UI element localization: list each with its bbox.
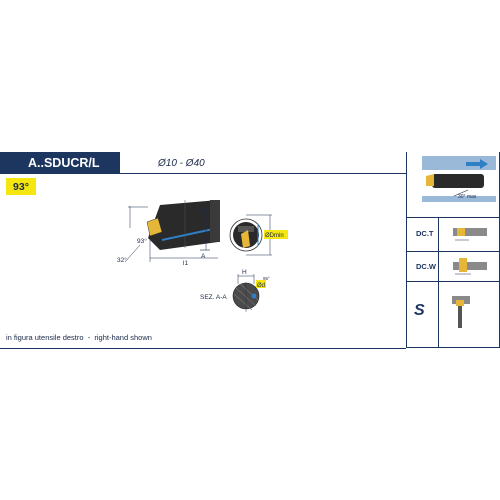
l1-label: l1 <box>183 260 188 267</box>
right-panel-divider <box>438 217 439 348</box>
angle-93-label: 93° <box>137 237 147 245</box>
section-a-a: SEZ. A-A H Ød 95° <box>200 269 270 312</box>
bar-body <box>148 200 218 250</box>
coolant-channel <box>161 227 219 241</box>
angle-32-label: 32° <box>117 256 127 264</box>
section-a-bottom-label: A <box>201 253 206 260</box>
bore-illustration: 30° max <box>422 156 496 202</box>
feed-arrow-icon <box>466 159 488 169</box>
angle-badge: 93° <box>6 178 36 195</box>
bore-bar <box>432 174 484 188</box>
bar-shank-end <box>210 200 220 242</box>
bore-insert <box>426 174 434 186</box>
angle-badge-text: 93° <box>13 180 29 193</box>
dc-w-label: DC.W <box>416 262 436 271</box>
h-label: H <box>242 269 247 276</box>
section-a-top-label: A <box>201 208 206 215</box>
end-view-insert <box>241 230 250 248</box>
dc-t-row <box>406 217 500 251</box>
product-code: A..SDUCR/L <box>28 156 100 170</box>
s-label: S <box>414 302 425 319</box>
angle-95-label: 95° <box>263 276 270 281</box>
section-label: SEZ. A-A <box>200 294 227 301</box>
dc-w-icon <box>453 258 487 275</box>
dc-w-row <box>406 251 500 281</box>
s-row <box>406 281 500 348</box>
product-code-header: A..SDUCR/L <box>0 152 120 174</box>
diameter-range: Ø10 - Ø40 <box>158 158 205 169</box>
dc-t-label: DC.T <box>416 229 434 238</box>
caption: in figura utensile destro - right-hand s… <box>6 333 152 342</box>
insert-icon <box>146 217 163 237</box>
boring-bar-side-view: 93° 32° l1 A A <box>117 200 220 267</box>
d-label: Ød <box>257 283 265 289</box>
right-panel-bottom <box>406 347 500 348</box>
s-icon <box>452 296 470 328</box>
tool-drawing: 93° 32° l1 A A ØDmin SEZ. A-A H Ød 95° <box>117 200 288 312</box>
right-panel <box>406 152 500 348</box>
dmin-label: ØDmin <box>265 233 284 239</box>
header-rule <box>120 173 406 174</box>
end-view: ØDmin <box>229 214 288 256</box>
coolant-hole <box>251 293 257 299</box>
dc-t-icon <box>453 228 487 241</box>
bore-angle-label: 30° max <box>458 194 477 200</box>
bottom-rule <box>0 348 406 349</box>
